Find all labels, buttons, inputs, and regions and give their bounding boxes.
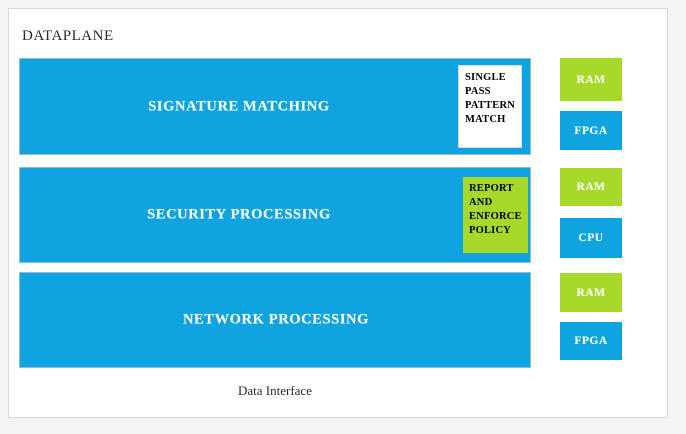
- inset-line: MATCH: [465, 113, 506, 125]
- inset-line: SINGLE: [465, 72, 506, 83]
- resource-chip-fpga-2[interactable]: FPGA: [560, 322, 622, 360]
- stage-label-signature-matching: SIGNATURE MATCHING: [148, 98, 330, 114]
- resource-chip-ram-1[interactable]: RAM: [560, 58, 622, 101]
- inset-line: PASS: [465, 85, 491, 97]
- inset-line: PATTERN: [465, 99, 516, 111]
- inset-line: AND: [469, 196, 493, 208]
- inset-line: ENFORCE: [469, 210, 522, 222]
- resource-chip-cpu[interactable]: CPU: [560, 218, 622, 258]
- resource-chip-fpga-1[interactable]: FPGA: [560, 111, 622, 150]
- inset-line: POLICY: [469, 224, 512, 236]
- stage-block-network-processing[interactable]: NETWORK PROCESSING: [19, 272, 531, 368]
- inset-single-pass-pattern-match[interactable]: SINGLE PASS PATTERN MATCH: [458, 65, 522, 148]
- data-interface-label: Data Interface: [238, 383, 312, 398]
- inset-line: REPORT: [469, 183, 514, 194]
- stage-label-network-processing: NETWORK PROCESSING: [182, 311, 370, 328]
- page-title: DATAPLANE: [22, 28, 114, 44]
- resource-chip-ram-2[interactable]: RAM: [560, 168, 622, 206]
- stage-block-signature-matching[interactable]: SIGNATURE MATCHING SINGLE PASS PATTERN M…: [19, 58, 531, 155]
- stage-label-security-processing: SECURITY PROCESSING: [147, 206, 331, 223]
- stage-block-security-processing[interactable]: SECURITY PROCESSING REPORT AND ENFORCE P…: [19, 167, 531, 263]
- inset-report-and-enforce-policy[interactable]: REPORT AND ENFORCE POLICY: [463, 177, 528, 253]
- resource-chip-ram-3[interactable]: RAM: [560, 273, 622, 312]
